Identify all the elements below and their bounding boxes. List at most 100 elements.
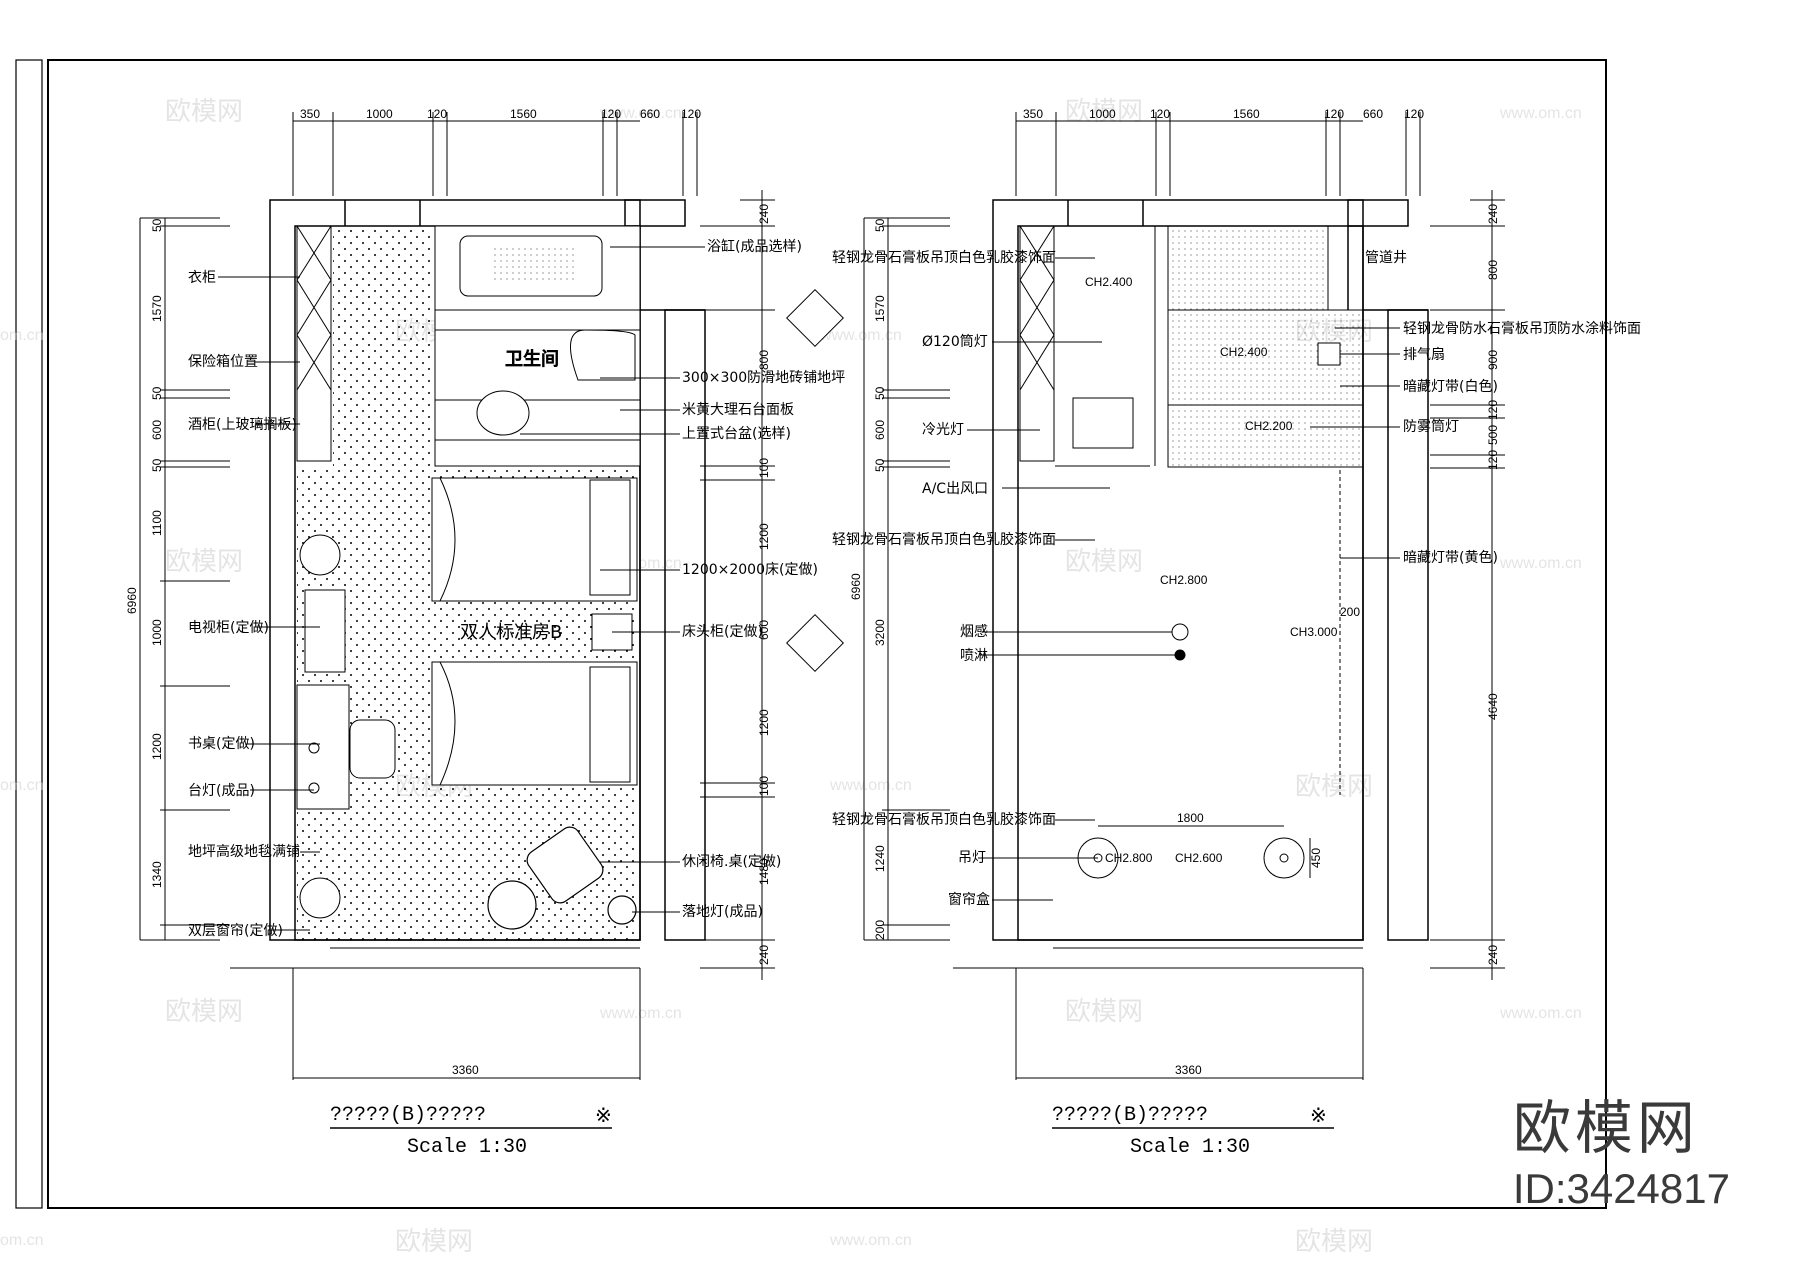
- dim-label: 1480: [757, 858, 771, 885]
- left-dimension-chain: [863, 217, 950, 941]
- lounge-chair: [487, 826, 637, 930]
- bottom-dimension: [1015, 968, 1364, 1080]
- tv-desk: [296, 589, 396, 810]
- watermark-text: 欧模网: [165, 547, 243, 577]
- right-dimension-labels: 240 800 900 120 500 120 4640 240: [1486, 204, 1500, 965]
- callout-cold-light: 冷光灯: [922, 422, 964, 438]
- dim-label: 240: [1486, 204, 1500, 224]
- ch-label: CH3.000: [1290, 625, 1338, 639]
- left-callouts: 衣柜 保险箱位置 酒柜(上玻璃搁板) 电视柜(定做) 书桌(定做) 台灯(成品)…: [188, 270, 300, 939]
- watermark-url: www.om.cn: [1499, 1005, 1582, 1022]
- callout-wardrobe: 衣柜: [188, 270, 216, 286]
- dim-label: 600: [873, 420, 887, 440]
- callout-sprinkler: 喷淋: [960, 648, 988, 664]
- left-callouts: 轻钢龙骨石膏板吊顶白色乳胶漆饰面 Ø120筒灯 冷光灯 A/C出风口 轻钢龙骨石…: [832, 249, 1056, 908]
- ch-label: CH2.600: [1175, 851, 1223, 865]
- bed-2: [431, 661, 638, 786]
- bed-1: [431, 477, 638, 602]
- watermark-text: 欧模网: [1065, 547, 1143, 577]
- ceiling-plan: 350 1000 120 1560 120 660 120 50 1570 50…: [832, 107, 1641, 1159]
- watermark-url: www.om.cn: [829, 777, 912, 794]
- callout-desk: 书桌(定做): [188, 736, 255, 752]
- dim-label: 50: [873, 386, 887, 400]
- wardrobe: [296, 225, 332, 462]
- callout-marble: 米黄大理石台面板: [682, 401, 794, 418]
- callout-antifog-light: 防雾筒灯: [1403, 418, 1459, 435]
- exhaust-fan-icon: [1317, 342, 1341, 366]
- bottom-dimension: [292, 968, 641, 1080]
- dim-label: 800: [1486, 260, 1500, 280]
- corridor-floor: [333, 226, 433, 466]
- dim-label: 1200: [757, 523, 771, 550]
- dim-label: 1560: [1233, 107, 1260, 121]
- dim-label: 1000: [366, 107, 393, 121]
- callout-bathtub: 浴缸(成品选样): [707, 238, 802, 255]
- dim-label: 240: [757, 945, 771, 965]
- plan-title: ?????(B)?????: [330, 1104, 486, 1127]
- dim-label: 600: [757, 620, 771, 640]
- watermark-url: www.om.cn: [819, 327, 902, 344]
- left-callout-leaders: [218, 276, 320, 931]
- window: [230, 947, 640, 969]
- watermark-url: www.om.cn: [1499, 555, 1582, 572]
- dim-label: 240: [1486, 945, 1500, 965]
- ch-label: CH2.200: [1245, 419, 1293, 433]
- dim-label: 120: [1150, 107, 1170, 121]
- right-dimension-labels: 240 800 100 1200 600 1200 100 1480 240: [757, 204, 771, 965]
- callout-bed: 1200×2000床(定做): [682, 562, 818, 578]
- dim-label: 800: [757, 350, 771, 370]
- plan-scale: Scale 1:30: [1130, 1136, 1250, 1159]
- watermark-text: 欧模网: [1295, 1227, 1373, 1257]
- section-markers: [786, 289, 844, 672]
- dim-label: 660: [640, 107, 660, 121]
- dim-label: 1000: [150, 619, 164, 646]
- callout-gypsum-ceiling: 轻钢龙骨石膏板吊顶白色乳胶漆饰面: [832, 811, 1056, 828]
- strip-dim-label: 200: [1340, 605, 1360, 619]
- callout-floor-lamp: 落地灯(成品): [682, 904, 763, 920]
- watermark-text: 欧模网: [395, 1227, 473, 1257]
- lamp-gap-label: 1800: [1177, 811, 1204, 825]
- callout-smoke-detector: 烟感: [960, 623, 988, 640]
- watermarks: 欧模网 www.om.cn 欧模网 www.om.cn om.cn 欧模网 ww…: [0, 97, 1582, 1257]
- callout-bar: 酒柜(上玻璃搁板): [188, 416, 297, 433]
- dim-label: 1100: [150, 510, 164, 536]
- dim-label: 1200: [150, 733, 164, 760]
- callout-lounge: 休闲椅.桌(定做): [682, 854, 781, 870]
- right-dimension-chain: [700, 190, 775, 980]
- dim-label: 50: [873, 218, 887, 232]
- wardrobe: [1019, 225, 1055, 462]
- right-dimension-chain: [1430, 190, 1505, 980]
- dim-label: 1570: [873, 295, 887, 322]
- brand-watermark: 欧模网 ID:3424817: [1513, 1081, 1730, 1213]
- plan-title: ?????(B)?????: [1052, 1104, 1208, 1127]
- dim-label: 120: [681, 107, 701, 121]
- watermark-url: www.om.cn: [599, 105, 682, 122]
- watermark-text: 欧模网: [165, 997, 243, 1027]
- dim-label: 900: [1486, 350, 1500, 370]
- bathroom-label: 卫生间: [505, 349, 559, 370]
- dim-label: 100: [757, 776, 771, 796]
- plan-title-left: ?????(B)????? ※ Scale 1:30: [330, 1104, 612, 1159]
- watermark-text: 欧模网: [1065, 997, 1143, 1027]
- top-dimension-labels: 350 1000 120 1560 120 660 120: [1023, 107, 1424, 121]
- dim-label: 600: [150, 420, 164, 440]
- bath-ceiling-top: [1167, 225, 1329, 311]
- dim-label: 350: [300, 107, 320, 121]
- dim-label: 120: [601, 107, 621, 121]
- dim-label: 350: [1023, 107, 1043, 121]
- callout-carpet: 地坪高级地毯满铺: [188, 843, 300, 860]
- watermark-text: 欧模网: [165, 97, 243, 127]
- callout-curtain-box: 窗帘盒: [948, 891, 990, 908]
- window: [953, 947, 1363, 969]
- dim-label: 240: [757, 204, 771, 224]
- callout-gypsum-ceiling: 轻钢龙骨石膏板吊顶白色乳胶漆饰面: [832, 531, 1056, 548]
- brand-id: ID:3424817: [1512, 1165, 1730, 1212]
- lamp-dimension: [1098, 825, 1311, 878]
- callout-nightstand: 床头柜(定做): [682, 624, 763, 640]
- callout-desk-lamp: 台灯(成品): [188, 783, 255, 799]
- ch-label: CH2.800: [1105, 851, 1153, 865]
- left-dimension-labels: 50 1570 50 600 50 1100 1000 1200 1340 69…: [125, 218, 164, 888]
- dim-label: 120: [1486, 400, 1500, 420]
- floor-plan: 350 1000 120 1560 120 660 120 50 15: [125, 107, 845, 1159]
